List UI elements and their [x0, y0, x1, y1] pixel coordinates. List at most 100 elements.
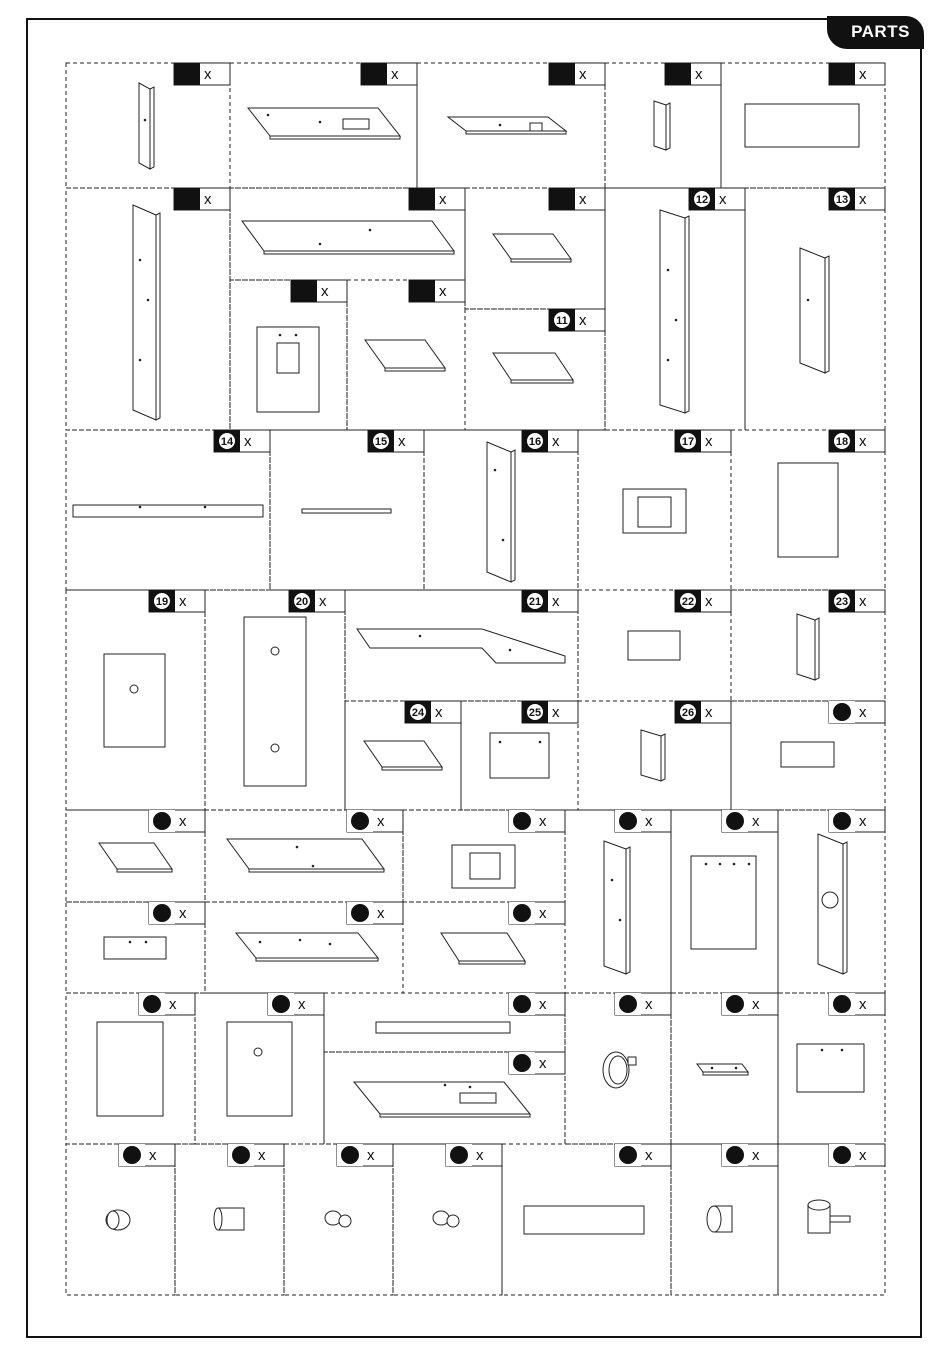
quantity-label: x: [119, 1144, 175, 1166]
quantity-label: 25x: [522, 701, 578, 723]
bar-drawing: [524, 1206, 644, 1234]
quantity-x: x: [579, 191, 587, 208]
back-panel-drawing: [745, 104, 859, 147]
side-panel-with-hole: [843, 842, 847, 974]
side-panel-drawing: [487, 442, 511, 582]
quantity-label: 16x: [522, 430, 578, 452]
quantity-label: 11 x: [549, 309, 605, 331]
hole-dot: [329, 943, 332, 946]
hole-dot: [667, 269, 670, 272]
quantity-label: 12x: [689, 188, 745, 210]
side-panel-drawing: [666, 103, 670, 150]
part-number-circle: [619, 1146, 637, 1164]
part-number: 11: [556, 315, 568, 327]
hole-dot: [619, 919, 622, 922]
cutout: [277, 343, 299, 373]
shelf-edge: [511, 380, 573, 383]
hole: [254, 1048, 262, 1056]
part-number: 21: [529, 596, 541, 608]
quantity-x: x: [705, 593, 713, 610]
quantity-x: x: [579, 312, 587, 329]
hole-dot: [469, 1086, 472, 1089]
quantity-label: x: [409, 188, 465, 210]
quantity-x: x: [705, 433, 713, 450]
part-number-block: [174, 188, 200, 210]
quantity-x: x: [539, 905, 547, 922]
quantity-x: x: [552, 433, 560, 450]
shelf-edge: [385, 368, 445, 371]
shelf-drawing: [99, 843, 172, 869]
quantity-label: x: [665, 63, 721, 85]
hole-dot: [735, 1067, 738, 1070]
long-rail-drawing: [73, 505, 263, 517]
part-number-circle: [726, 1146, 744, 1164]
hole-dot: [204, 506, 207, 509]
quantity-x: x: [859, 433, 867, 450]
quantity-x: x: [169, 996, 177, 1013]
side-panel-drawing: [150, 87, 154, 169]
shelf-edge: [511, 259, 571, 262]
quantity-x: x: [204, 66, 212, 83]
part-number: 12: [696, 194, 708, 206]
quantity-x: x: [321, 283, 329, 300]
part-number: 23: [836, 596, 848, 608]
quantity-label: 13x: [829, 188, 885, 210]
quantity-x: x: [645, 813, 653, 830]
hole-dot: [299, 939, 302, 942]
hole-dot: [675, 319, 678, 322]
part-number: 26: [682, 707, 694, 719]
hole-dot: [711, 1067, 714, 1070]
part-number-circle: [153, 904, 171, 922]
quantity-x: x: [319, 593, 327, 610]
quantity-x: x: [439, 191, 447, 208]
quantity-label: x: [347, 902, 403, 924]
cam-lock-face: [107, 1211, 119, 1229]
cutout: [460, 1093, 496, 1103]
quantity-label: x: [149, 810, 205, 832]
quantity-label: x: [268, 993, 324, 1015]
hole-dot: [295, 334, 298, 337]
quantity-x: x: [377, 813, 385, 830]
bolt-head-drawing: [433, 1211, 449, 1225]
part-number-circle: [726, 812, 744, 830]
quantity-label: x: [615, 810, 671, 832]
connector-top: [808, 1200, 830, 1210]
part-number-block: [409, 188, 435, 210]
quantity-x: x: [859, 593, 867, 610]
shelf-drawing: [248, 108, 400, 136]
part-number-block: [291, 280, 317, 302]
panel-drawing: [97, 1022, 163, 1116]
shelf-drawing: [448, 117, 566, 131]
quantity-label: x: [829, 63, 885, 85]
quantity-x: x: [752, 813, 760, 830]
shelf-edge: [380, 1114, 530, 1117]
shelf-drawing: [365, 340, 445, 368]
quantity-label: x: [347, 810, 403, 832]
bolt-drawing: [339, 1215, 351, 1227]
part-number-circle: [232, 1146, 250, 1164]
tall-side-drawing: [685, 216, 689, 413]
quantity-x: x: [859, 813, 867, 830]
hole-dot: [319, 121, 322, 124]
quantity-label: x: [446, 1144, 502, 1166]
drawer-panel-drawing: [797, 1044, 864, 1092]
quantity-x: x: [149, 1147, 157, 1164]
shelf-drawing: [236, 933, 378, 958]
shelf-edge: [117, 869, 172, 872]
hole-dot: [705, 863, 708, 866]
quantity-label: 22x: [675, 590, 731, 612]
hole-dot: [719, 863, 722, 866]
hole-dot: [444, 1084, 447, 1087]
part-number: 20: [296, 596, 308, 608]
shelf-drawing: [242, 221, 454, 251]
quantity-label: x: [829, 701, 885, 723]
side-panel-drawing: [800, 248, 825, 373]
part-number-circle: [123, 1146, 141, 1164]
panel-with-hole: [104, 654, 165, 747]
hole-dot: [821, 1049, 824, 1052]
bolt-head-drawing: [325, 1211, 341, 1225]
quantity-x: x: [179, 905, 187, 922]
hole-dot: [499, 124, 502, 127]
